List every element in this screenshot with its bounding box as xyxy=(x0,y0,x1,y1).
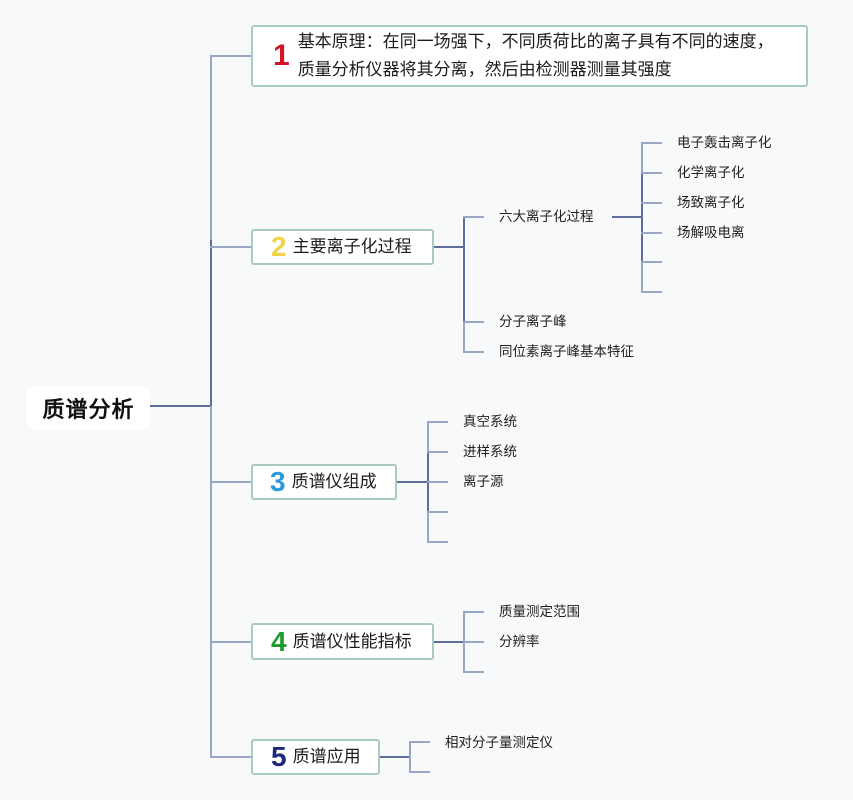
leaf-resolution[interactable]: 分辨率 xyxy=(499,634,540,650)
leaf-field-desorption[interactable]: 场解吸电离 xyxy=(677,225,745,241)
leaf-chemical-ionization[interactable]: 化学离子化 xyxy=(677,165,745,181)
number-3-icon: 3 xyxy=(270,466,286,497)
leaf-ion-source[interactable]: 离子源 xyxy=(463,474,504,490)
subtopic-six-ionization[interactable]: 六大离子化过程 xyxy=(499,209,594,225)
topic-ionization-process[interactable]: 2 主要离子化过程 xyxy=(251,229,434,265)
topic-label: 主要离子化过程 xyxy=(292,237,412,257)
number-1-icon: 1 xyxy=(273,39,290,72)
topic-basic-principle[interactable]: 1 基本原理：在同一场强下，不同质荷比的离子具有不同的速度，质量分析仪器将其分离… xyxy=(251,25,808,87)
topic-applications[interactable]: 5 质谱应用 xyxy=(251,739,380,775)
topic-spectrometer-components[interactable]: 3 质谱仪组成 xyxy=(251,464,397,500)
leaf-isotope-ion-peak[interactable]: 同位素离子峰基本特征 xyxy=(499,344,634,360)
topic-performance-indicators[interactable]: 4 质谱仪性能指标 xyxy=(251,623,434,660)
topic-label: 质谱仪组成 xyxy=(291,472,377,492)
number-2-icon: 2 xyxy=(271,231,287,262)
leaf-vacuum-system[interactable]: 真空系统 xyxy=(463,414,517,430)
leaf-molecular-ion-peak[interactable]: 分子离子峰 xyxy=(499,314,567,330)
root-node[interactable]: 质谱分析 xyxy=(27,385,150,430)
leaf-electron-impact[interactable]: 电子轰击离子化 xyxy=(677,135,772,151)
leaf-injection-system[interactable]: 进样系统 xyxy=(463,444,517,460)
leaf-field-ionization[interactable]: 场致离子化 xyxy=(677,195,745,211)
topic-label: 质谱仪性能指标 xyxy=(292,631,412,652)
topic-label: 基本原理：在同一场强下，不同质荷比的离子具有不同的速度，质量分析仪器将其分离，然… xyxy=(297,32,774,80)
root-label: 质谱分析 xyxy=(42,397,135,423)
leaf-molecular-weight[interactable]: 相对分子量测定仪 xyxy=(445,735,553,751)
topic-label: 质谱应用 xyxy=(292,747,361,767)
number-4-icon: 4 xyxy=(271,625,287,657)
number-5-icon: 5 xyxy=(271,741,287,772)
leaf-mass-range[interactable]: 质量测定范围 xyxy=(499,604,580,620)
